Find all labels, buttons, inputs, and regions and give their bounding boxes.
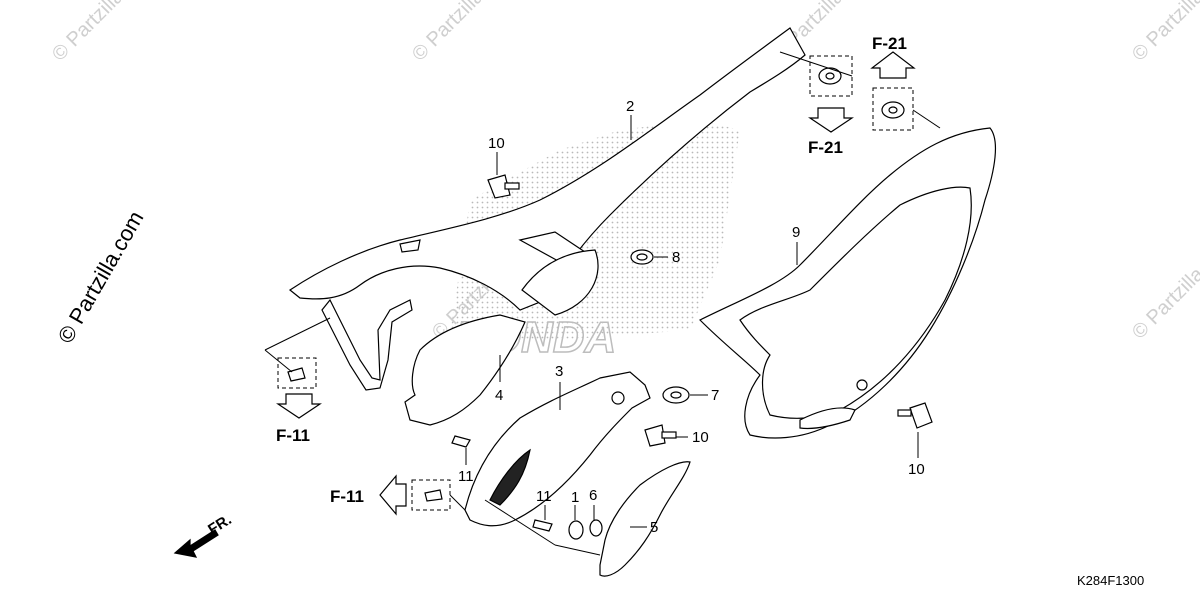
hardware-parts: [287, 67, 933, 540]
ref-arrows: [173, 51, 916, 558]
ref-f11-left: F-11: [276, 426, 310, 445]
ref-f11-mid: F-11: [330, 487, 364, 506]
front-arrow-icon: [173, 529, 219, 558]
part-label-6: 6: [589, 487, 597, 504]
part-label-10: 10: [488, 135, 505, 152]
diagram-code: K284F1300: [1077, 573, 1144, 588]
watermark-text: © Partzilla.com: [1128, 0, 1200, 66]
lower-panel-part-3: [464, 371, 651, 527]
part-label-5: 5: [650, 519, 658, 536]
bracket-part-5: [599, 461, 691, 577]
part-label-11: 11: [458, 468, 474, 485]
part-label-7: 7: [711, 387, 719, 404]
reference-labels: F-21 F-21 F-11 F-11: [276, 34, 907, 506]
part-label-8: 8: [672, 249, 680, 266]
inner-panel-part-4: [404, 314, 526, 426]
part-label-10: 10: [692, 429, 709, 446]
down-arrow-icon: [808, 107, 854, 133]
part-label-11: 11: [536, 488, 552, 505]
part-label-4: 4: [495, 387, 503, 404]
ref-f21-bottom: F-21: [808, 138, 843, 157]
part-label-9: 9: [792, 224, 800, 241]
leader-lines: [264, 51, 941, 556]
left-arrow-icon: [379, 474, 407, 516]
side-cover-part-9: [698, 127, 996, 439]
part-label-2: 2: [626, 98, 634, 115]
part-label-10: 10: [908, 461, 925, 478]
watermark-text-large: © Partzilla.com: [53, 207, 149, 348]
part-labels: 10 2 9 8 4 3 7 10 10 11 11 1 6 5: [458, 98, 925, 536]
part-label-3: 3: [555, 363, 563, 380]
watermark-text: © Partzilla.com: [408, 0, 519, 66]
ref-f21-top: F-21: [872, 34, 907, 53]
watermark-text: © Partzilla.com: [48, 0, 159, 66]
up-arrow-icon: [870, 51, 916, 79]
detail-boxes: [277, 55, 914, 511]
mount-strap: [321, 298, 413, 391]
down-arrow-icon: [276, 393, 322, 419]
watermark-text: © Partzilla.com: [1128, 233, 1200, 344]
side-cover-part-2: [288, 27, 806, 316]
part-label-1: 1: [571, 489, 579, 506]
